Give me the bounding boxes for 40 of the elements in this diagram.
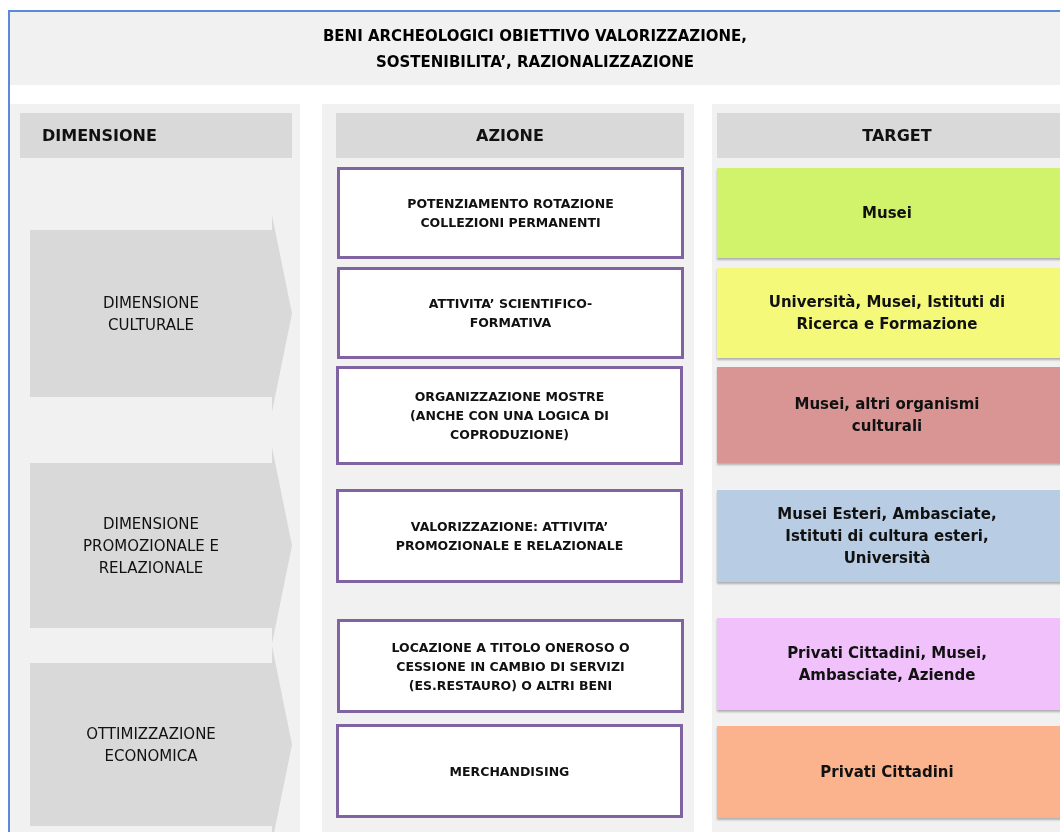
box-label: ORGANIZZAZIONE MOSTRE (ANCHE CON UNA LOGICA DI COPRODUZIONE)	[409, 388, 610, 444]
action-box	[337, 267, 684, 359]
target-box	[717, 490, 1060, 582]
target-box	[717, 726, 1060, 818]
box-label: MERCHANDISING	[448, 762, 571, 781]
box-label: Musei Esteri, Ambasciate, Istituti di cultura esteri, Università	[776, 504, 998, 569]
box-label: ATTIVITA’ SCIENTIFICO-FORMATIVA	[427, 295, 594, 332]
box-label: Privati Cittadini	[819, 762, 955, 783]
action-box	[336, 489, 683, 583]
box-label: OTTIMIZZAZIONE ECONOMICA	[85, 723, 217, 767]
box-label: POTENZIAMENTO ROTAZIONE COLLEZIONI PERMANENTI	[406, 195, 615, 232]
box-label: DIMENSIONE PROMOZIONALE E RELAZIONALE	[81, 513, 221, 579]
column-panel	[322, 104, 694, 832]
target-box	[717, 268, 1060, 358]
box-label: Musei, altri organismi culturali	[793, 394, 981, 437]
target-box	[717, 618, 1060, 710]
box-label: Musei	[861, 203, 913, 224]
category-band	[30, 215, 292, 412]
header-label: TARGET	[862, 126, 932, 145]
column-panel	[712, 104, 1060, 832]
target-box	[717, 367, 1060, 463]
action-box	[337, 167, 684, 259]
box-label: VALORIZZAZIONE: ATTIVITA’ PROMOZIONALE E RELAZIONALE	[394, 518, 625, 555]
column-header	[717, 113, 1060, 158]
header-label: DIMENSIONE	[42, 126, 157, 145]
column-header	[20, 113, 292, 158]
column-header	[336, 113, 684, 158]
column-panel	[10, 104, 300, 832]
category-band	[30, 447, 292, 644]
box-label: Università, Musei, Istituti di Ricerca e Formazione	[767, 292, 1007, 335]
box-label: DIMENSIONE CULTURALE	[101, 292, 201, 336]
action-box	[336, 724, 683, 818]
target-box	[717, 168, 1060, 258]
header-label: AZIONE	[476, 126, 544, 145]
box-label: LOCAZIONE A TITOLO ONEROSO O CESSIONE IN CAMBIO DI SERVIZI (ES.RESTAURO) O ALTRI BENI	[390, 638, 631, 695]
category-band	[30, 646, 292, 832]
action-box	[337, 619, 684, 713]
diagram-title: BENI ARCHEOLOGICI OBIETTIVO VALORIZZAZIONE, SOSTENIBILITA’, RAZIONALIZZAZIONE	[321, 25, 749, 73]
action-box	[336, 366, 683, 465]
box-label: Privati Cittadini, Musei, Ambasciate, Aziende	[786, 643, 988, 686]
